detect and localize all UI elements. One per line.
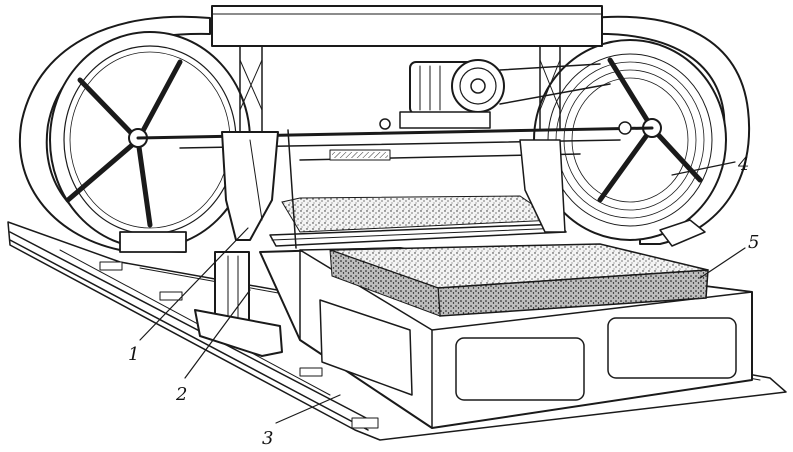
callout-2: 2 <box>175 384 187 405</box>
left-wheel-housing <box>18 15 251 253</box>
drive-motor <box>399 59 611 129</box>
cutting-head <box>221 129 566 249</box>
callout-1: 1 <box>128 344 139 365</box>
leader-line-3 <box>275 394 341 424</box>
callout-labels: 1 2 3 4 5 <box>128 154 759 449</box>
leader-line-1 <box>139 227 249 341</box>
sawn-slab <box>329 243 709 317</box>
table-panel <box>607 317 737 379</box>
rail-sleeper <box>351 417 379 429</box>
right-wheel-housing <box>533 15 751 247</box>
leader-line-5 <box>699 247 746 279</box>
leader-lines <box>139 161 746 424</box>
leader-line-2 <box>184 289 251 379</box>
support-column <box>194 251 283 357</box>
table-panel <box>455 337 585 401</box>
rail-sleeper <box>99 261 123 271</box>
table-panel <box>319 299 413 396</box>
callout-5: 5 <box>748 232 759 253</box>
saw-blade <box>269 223 567 247</box>
rail-sleeper <box>159 291 183 301</box>
callout-3: 3 <box>262 428 273 449</box>
rail-sleeper <box>299 367 323 377</box>
leader-line-4 <box>671 161 736 176</box>
top-frame <box>211 5 603 136</box>
callout-4: 4 <box>737 154 749 175</box>
